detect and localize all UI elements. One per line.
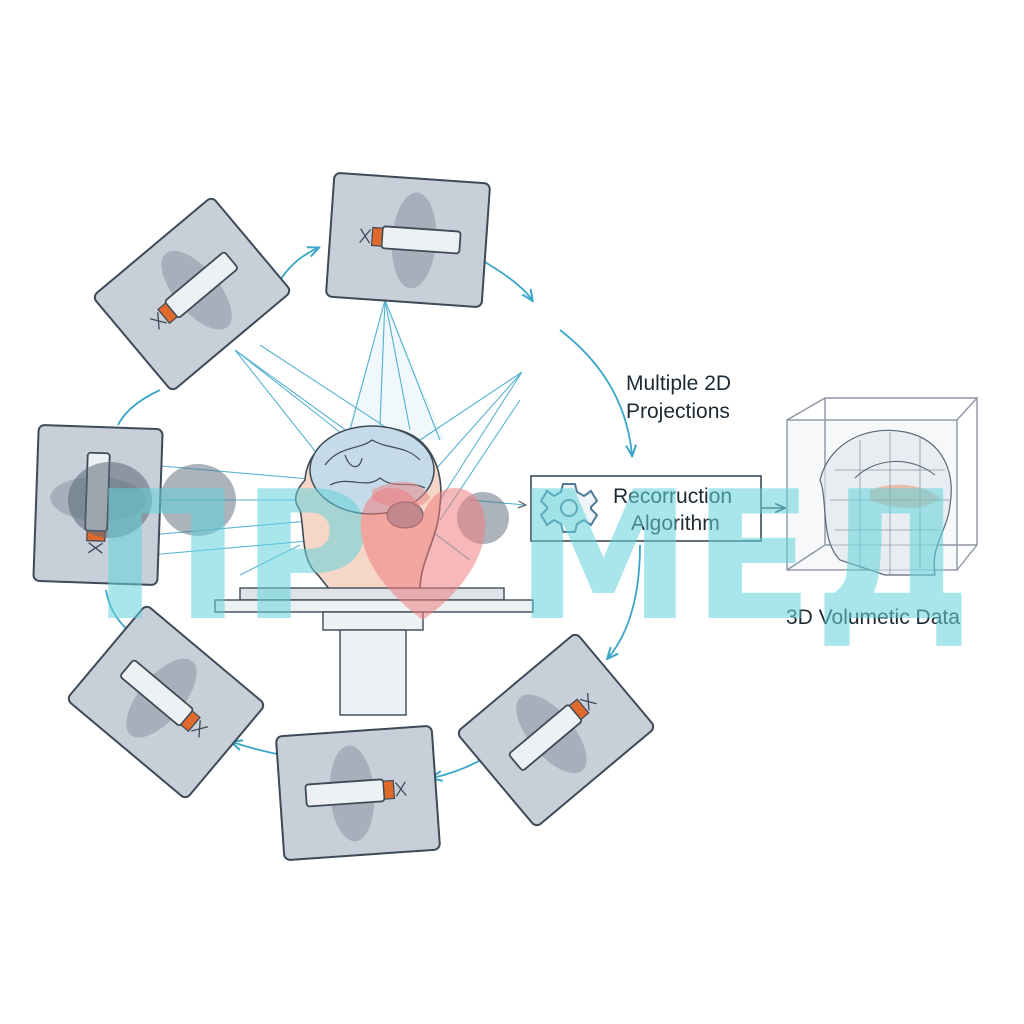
watermark: ПР МЕД xyxy=(92,453,972,660)
watermark-left: ПР xyxy=(92,453,371,660)
beam-fan-top-left xyxy=(234,344,391,471)
beam-fan-right xyxy=(419,371,523,501)
detector-panel-top xyxy=(324,171,492,309)
wireframe-head-icon xyxy=(819,429,952,576)
detector-panel-bottom-right xyxy=(455,631,657,829)
watermark-right: МЕД xyxy=(515,453,972,660)
algorithm-label: Recorruction Algorithm xyxy=(613,485,738,535)
gear-icon xyxy=(539,483,599,533)
projection-shadow-left-2 xyxy=(160,464,236,536)
heart-icon xyxy=(360,487,486,620)
orbit-arc-left-upper xyxy=(117,389,161,426)
projection-shadow-left xyxy=(68,462,152,538)
reconstruction-algorithm-box: Recorruction Algorithm xyxy=(530,475,762,542)
orbit-arc-right-upper xyxy=(559,329,632,455)
beam-cone-top xyxy=(345,300,445,440)
output-label: 3D Volumetic Data xyxy=(786,606,960,629)
orbit-arc-right-lower xyxy=(608,544,641,658)
detector-panel-top-left xyxy=(91,195,293,393)
detector-panel-bottom xyxy=(274,724,442,862)
projections-label: Multiple 2D Projections xyxy=(626,372,737,423)
beam-fan-top xyxy=(349,299,441,441)
orbit-arc-top-right xyxy=(477,257,532,300)
